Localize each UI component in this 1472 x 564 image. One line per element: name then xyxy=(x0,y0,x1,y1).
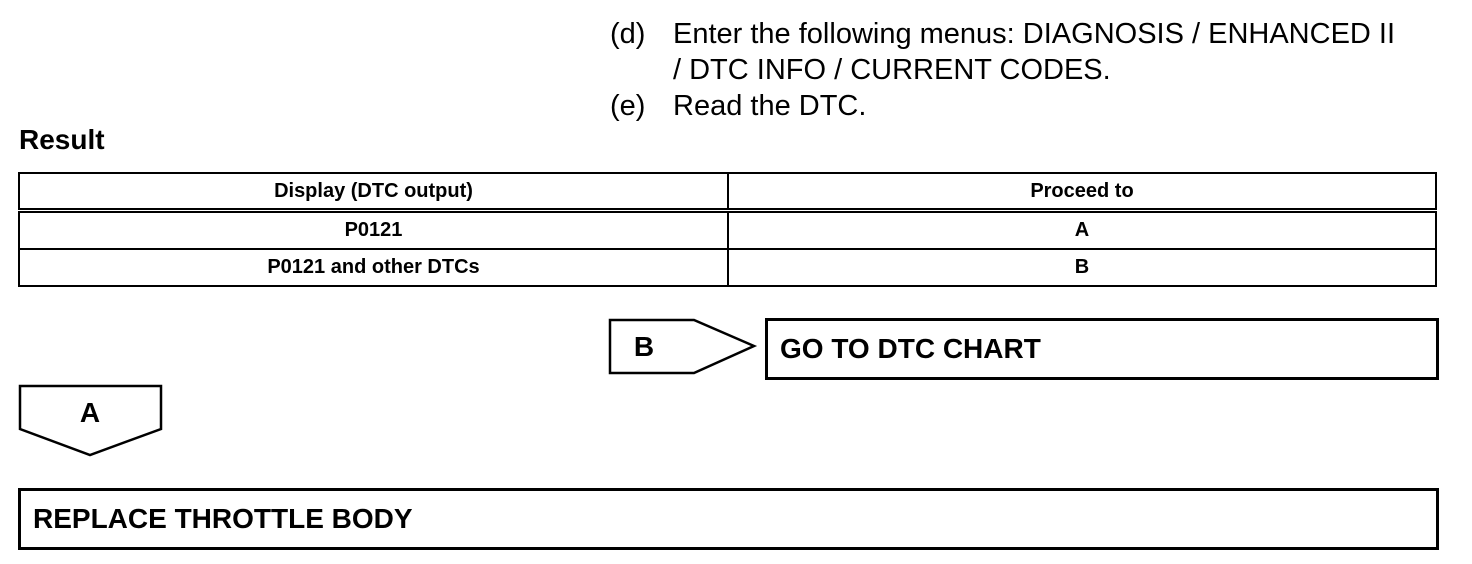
header-proceed: Proceed to xyxy=(727,172,1437,213)
result-table: Display (DTC output) Proceed to P0121 A … xyxy=(18,172,1437,287)
cell-proceed: B xyxy=(727,248,1437,287)
replace-throttle-body-text: REPLACE THROTTLE BODY xyxy=(33,503,413,534)
cell-proceed: A xyxy=(727,209,1437,250)
arrow-b-right-icon: B xyxy=(608,318,758,375)
goto-dtc-chart-box: GO TO DTC CHART xyxy=(765,318,1439,380)
step-e-text: Read the DTC. xyxy=(673,90,867,122)
arrow-a-down-icon: A xyxy=(18,384,163,457)
step-d-text-line1: Enter the following menus: DIAGNOSIS / E… xyxy=(673,18,1396,50)
arrow-a-label: A xyxy=(80,397,100,428)
step-d-text-line2: / DTC INFO / CURRENT CODES. xyxy=(673,54,1111,86)
table-row: P0121 A xyxy=(18,209,1437,250)
arrow-b-label: B xyxy=(634,331,654,362)
step-e-label: (e) xyxy=(610,90,646,122)
header-display: Display (DTC output) xyxy=(18,172,729,213)
table-row: P0121 and other DTCs B xyxy=(18,248,1437,287)
step-d-label: (d) xyxy=(610,18,646,50)
result-heading: Result xyxy=(19,124,105,155)
cell-display: P0121 xyxy=(18,209,729,250)
goto-dtc-chart-text: GO TO DTC CHART xyxy=(780,333,1041,364)
table-header-row: Display (DTC output) Proceed to xyxy=(18,172,1437,213)
replace-throttle-body-box: REPLACE THROTTLE BODY xyxy=(18,488,1439,550)
cell-display: P0121 and other DTCs xyxy=(18,248,729,287)
